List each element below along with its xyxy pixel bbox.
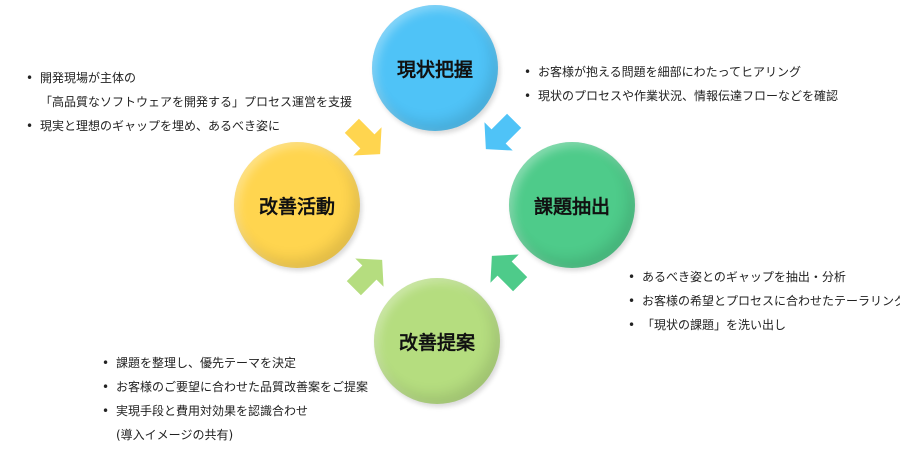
note-item: (導入イメージの共有): [116, 428, 234, 442]
arrow-down-right-icon: [484, 113, 522, 151]
note-item: 課題を整理し、優先テーマを決定: [102, 351, 368, 375]
note-item: 「現状の課題」を洗い出し: [628, 313, 900, 337]
note-item: 現状のプロセスや作業状況、情報伝達フローなどを確認: [524, 84, 838, 108]
arrow-up-right-icon: [344, 118, 382, 156]
step-kaizen-teian: 改善提案: [374, 278, 500, 404]
step-label: 改善活動: [258, 195, 335, 218]
note-item: お客様が抱える問題を細部にわたってヒアリング: [524, 60, 838, 84]
notes-genjo-haaku: お客様が抱える問題を細部にわたってヒアリング 現状のプロセスや作業状況、情報伝達…: [524, 60, 838, 108]
note-item: 開発現場が主体の: [26, 66, 352, 90]
step-kaizen-katsudo: 改善活動: [234, 142, 360, 268]
note-item: あるべき姿とのギャップを抽出・分析: [628, 265, 900, 289]
notes-kaizen-katsudo: 開発現場が主体の 「高品質なソフトウェアを開発する」プロセス運営を支援 現実と理…: [26, 66, 352, 138]
step-label: 課題抽出: [533, 195, 610, 218]
note-item: お客様のご要望に合わせた品質改善案をご提案: [102, 375, 368, 399]
step-label: 現状把握: [396, 58, 473, 81]
notes-kadai-chushutsu: あるべき姿とのギャップを抽出・分析 お客様の希望とプロセスに合わせたテーラリング…: [628, 265, 900, 337]
notes-kaizen-teian: 課題を整理し、優先テーマを決定 お客様のご要望に合わせた品質改善案をご提案 実現…: [102, 351, 368, 447]
arrow-down-left-icon: [490, 254, 528, 292]
note-item: 「高品質なソフトウェアを開発する」プロセス運営を支援: [40, 95, 353, 109]
note-item: 実現手段と費用対効果を認識合わせ: [102, 399, 368, 423]
step-label: 改善提案: [398, 331, 475, 354]
arrow-up-left-icon: [346, 258, 384, 296]
step-genjo-haaku: 現状把握: [372, 5, 498, 131]
step-kadai-chushutsu: 課題抽出: [509, 142, 635, 268]
note-item: お客様の希望とプロセスに合わせたテーラリング: [628, 289, 900, 313]
note-item: 現実と理想のギャップを埋め、あるべき姿に: [26, 114, 352, 138]
